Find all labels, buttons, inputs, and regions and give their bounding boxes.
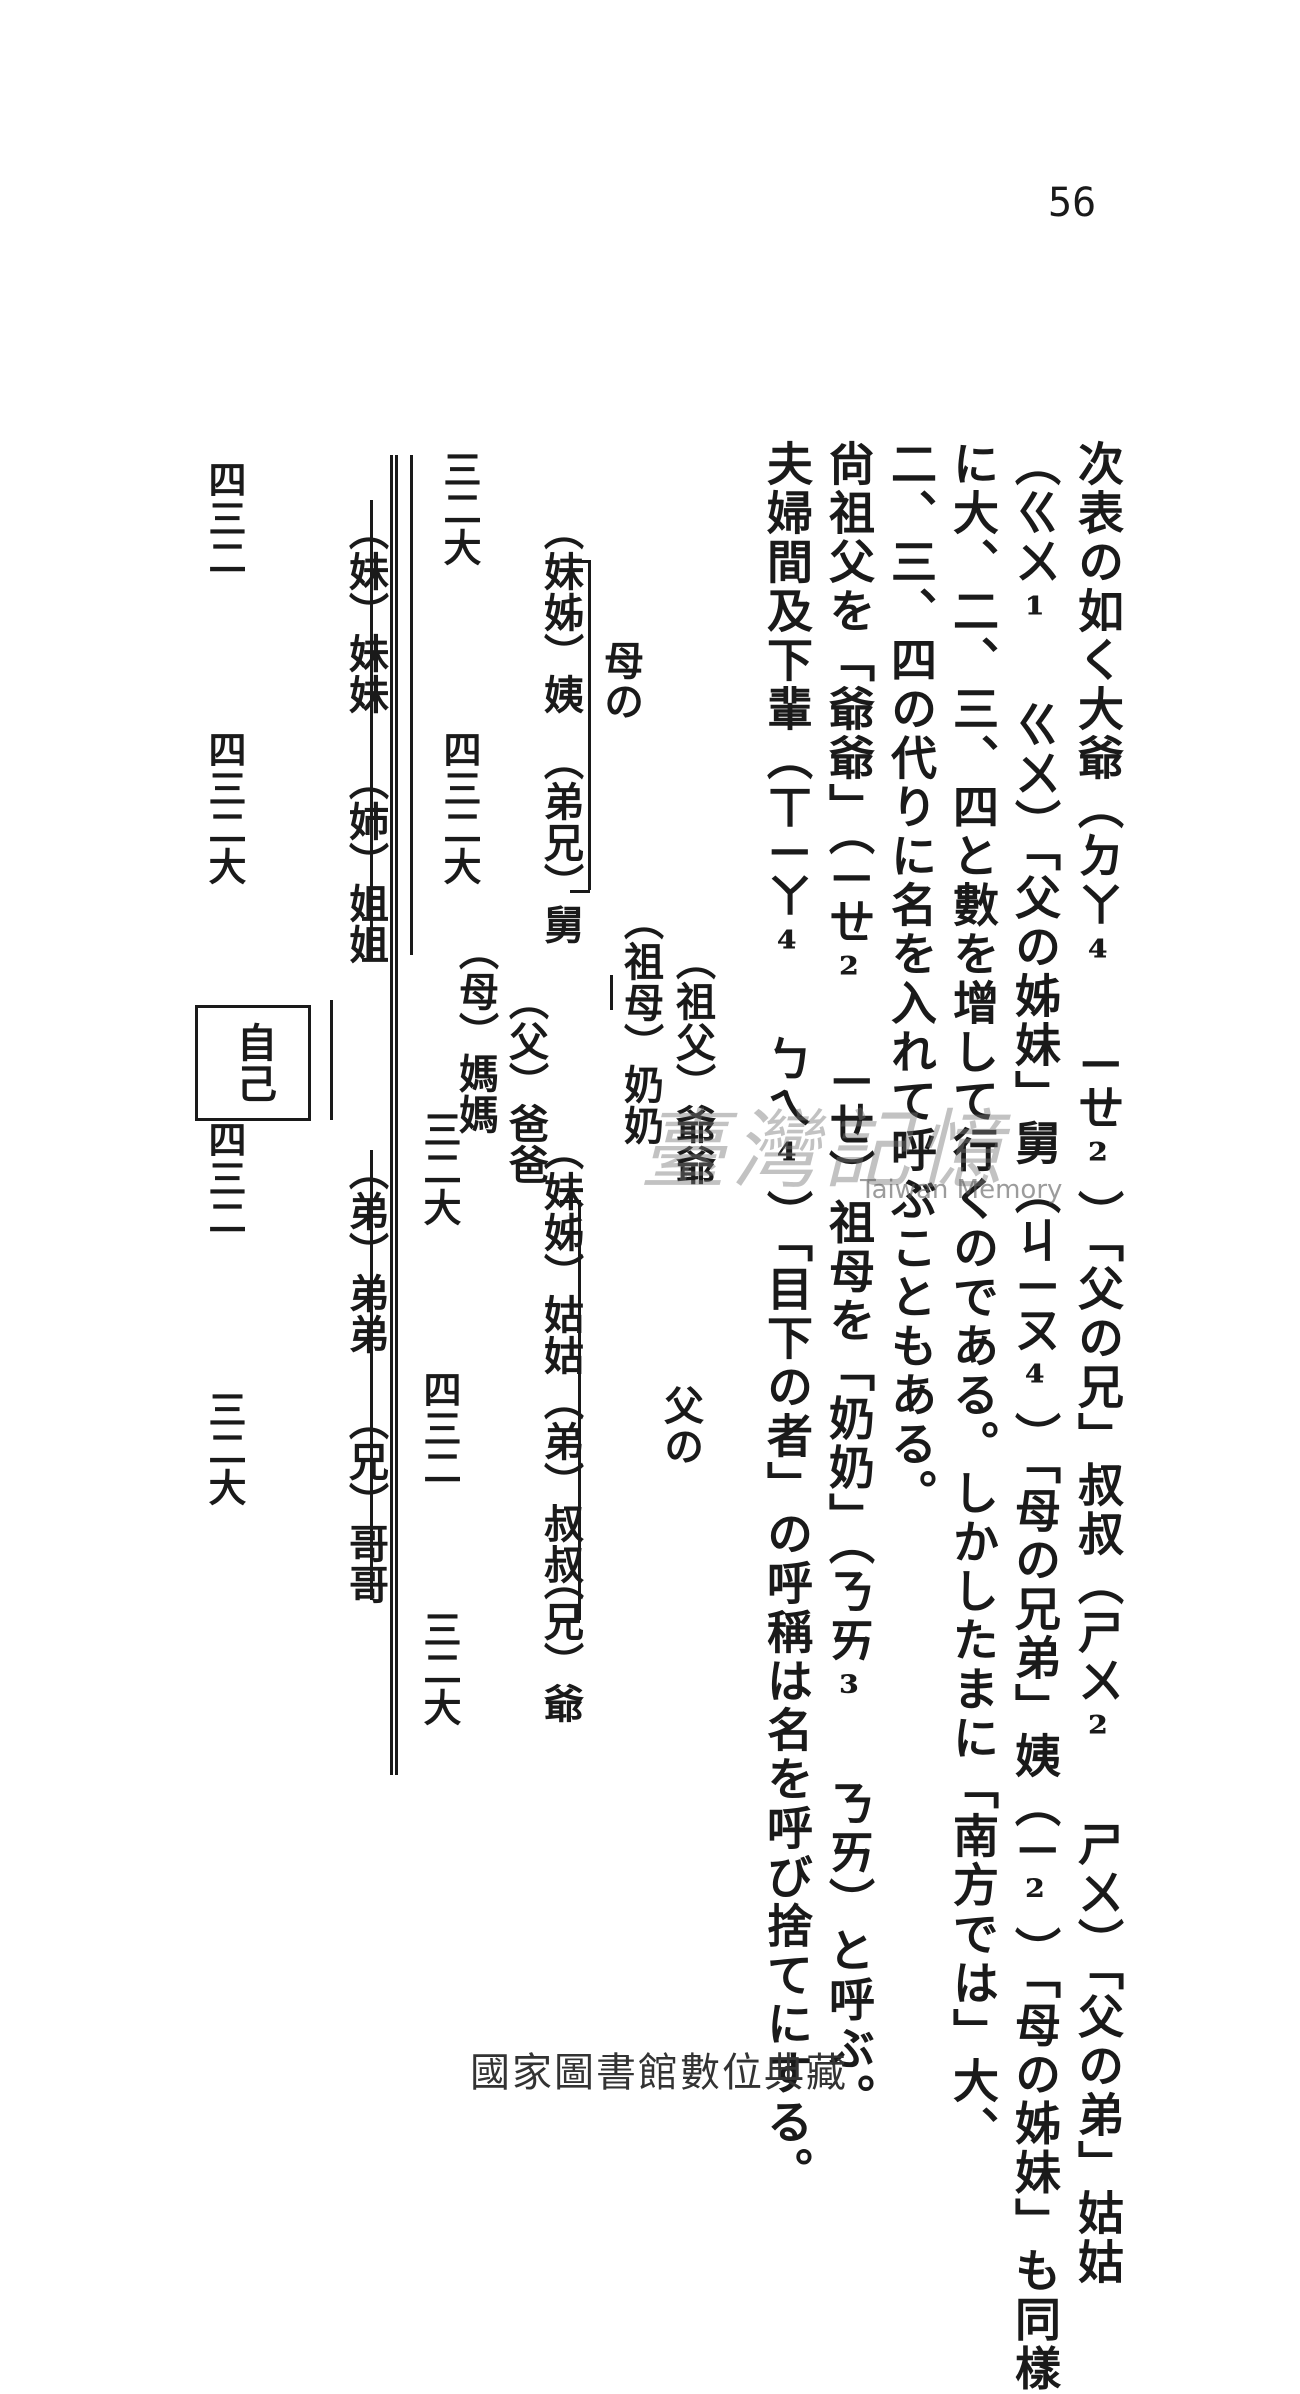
page-number: 56 (1048, 180, 1097, 226)
tree-line (560, 1200, 580, 1203)
tree-father-elder-brother: （兄）爺 (537, 1560, 584, 1724)
tree-mother-brother-nums: 四三二大 (437, 730, 482, 886)
tree-line (370, 1150, 373, 1600)
tree-elder-brother-nums: 三二大 (202, 1390, 247, 1507)
tree-line (395, 455, 398, 1775)
tree-mother: （母）媽媽 (452, 930, 499, 1135)
tree-self: 自己 (230, 1022, 277, 1104)
tree-elder-brother: （兄）哥哥 (342, 1400, 389, 1605)
tree-younger-brother: （弟）弟弟 (342, 1150, 389, 1355)
tree-grandfather: （祖父）爺爺 (669, 940, 716, 1186)
tree-father: （父）爸爸 (502, 980, 549, 1185)
tree-line (370, 500, 373, 960)
tree-line (410, 455, 413, 955)
body-text-column-5: 尙祖父を「爺爺」（ㄧㄝ² ㄧㄝ）祖母を「奶奶」（ㄋㄞ³ ㄋㄞ）と呼ぶ。 (822, 440, 876, 2123)
tree-line (588, 560, 591, 890)
tree-mother-sister: （妹姊）姨 (537, 510, 584, 715)
tree-mother-sister-nums: 三二大 (437, 450, 482, 567)
tree-father-younger-brother: （弟）叔叔 (537, 1380, 584, 1585)
body-text-column-1: 次表の如く大爺（ㄉㄚ⁴ ㄧㄝ²）「父の兄」叔叔（ㄕㄨ² ㄕㄨ）「父の弟」姑姑 (1071, 440, 1125, 2287)
tree-father-younger-brother-nums: 四三二 (417, 1370, 462, 1487)
body-text-column-4: 二、三、四の代りに名を入れて呼ぶこともある。 (884, 440, 938, 1518)
tree-line (570, 890, 590, 893)
tree-father-sister: （妹姊）姑姑 (537, 1130, 584, 1376)
tree-self-box: 自己 (195, 1005, 311, 1121)
tree-elder-sister-nums: 四三二大 (202, 730, 247, 886)
footer-source: 國家圖書館數位典藏 (470, 2050, 848, 2096)
watermark-subtitle: Taiwan Memory (860, 1175, 1063, 1205)
tree-line (578, 1200, 581, 1620)
watermark: 臺灣記憶 (640, 1101, 1008, 1201)
tree-mother-brother: （弟兄）舅 (537, 740, 584, 945)
tree-younger-sister: （妹）妹妹 (342, 510, 389, 715)
tree-grandmother: （祖母）奶奶 (617, 900, 664, 1146)
tree-mothers-side-label: 母の (597, 640, 644, 722)
body-text-column-6: 夫婦間及下輩（ㄒㄧㄚ⁴ ㄅㄟ⁴）「目下の者」の呼稱は名を呼び捨てにする。 (760, 440, 814, 2196)
tree-father-sister-nums: 三二大 (417, 1110, 462, 1227)
tree-father-elder-brother-nums: 三二大 (417, 1610, 462, 1727)
tree-younger-sister-nums: 四三二 (202, 460, 247, 577)
tree-line (570, 560, 590, 563)
tree-fathers-side-label: 父の (657, 1385, 704, 1467)
body-text-column-3: に大、二、三、四と數を增して行くのである。しかしたまに「南方では」大、 (946, 440, 1000, 2155)
tree-line (560, 1620, 580, 1623)
tree-line (390, 455, 393, 1775)
tree-elder-sister: （姉）姐姐 (342, 760, 389, 965)
body-text-column-2: （ㄍㄨ¹ ㄍㄨ）「父の姊妹」舅（ㄐㄧㄡ⁴）「母の兄弟」姨（ㄧ²）「母の姊妹」も同… (1008, 440, 1062, 2394)
tree-line (330, 1000, 333, 1120)
tree-younger-brother-nums: 四三二 (202, 1120, 247, 1237)
tree-line (610, 975, 613, 1010)
